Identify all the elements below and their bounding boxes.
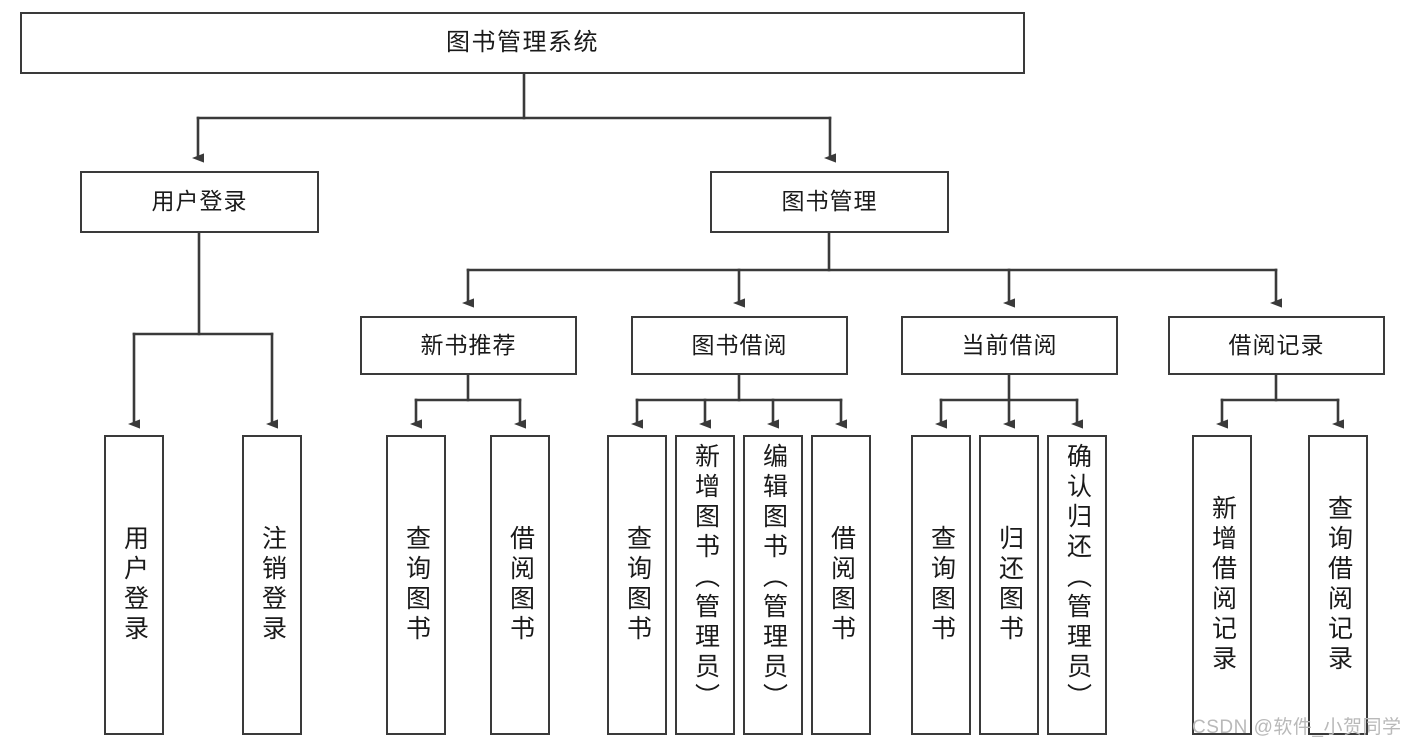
- node-leaf-query-book-3-label: 查询图书: [927, 525, 956, 645]
- node-leaf-user-login[interactable]: 用户登录: [104, 435, 164, 735]
- node-leaf-add-record[interactable]: 新增借阅记录: [1192, 435, 1252, 735]
- node-book-borrow[interactable]: 图书借阅: [631, 316, 848, 375]
- node-book-borrow-label: 图书借阅: [691, 331, 788, 358]
- node-leaf-logout-label: 注销登录: [258, 525, 287, 645]
- node-leaf-query-book-2[interactable]: 查询图书: [607, 435, 667, 735]
- node-user-login[interactable]: 用户登录: [80, 171, 319, 233]
- node-borrow-record-label: 借阅记录: [1228, 331, 1325, 358]
- node-root[interactable]: 图书管理系统: [20, 12, 1025, 74]
- node-user-login-label: 用户登录: [151, 188, 248, 215]
- node-leaf-query-book-1-label: 查询图书: [402, 525, 431, 645]
- node-leaf-return-book-label: 归还图书: [995, 525, 1024, 645]
- node-root-label: 图书管理系统: [446, 28, 599, 56]
- node-leaf-query-record[interactable]: 查询借阅记录: [1308, 435, 1368, 735]
- watermark-text: CSDN @软件_小贺同学: [1192, 717, 1402, 738]
- node-leaf-query-book-2-label: 查询图书: [623, 525, 652, 645]
- node-book-manage[interactable]: 图书管理: [710, 171, 949, 233]
- node-current-borrow[interactable]: 当前借阅: [901, 316, 1118, 375]
- node-leaf-borrow-book-2[interactable]: 借阅图书: [811, 435, 871, 735]
- node-borrow-record[interactable]: 借阅记录: [1168, 316, 1385, 375]
- node-new-book-recommend[interactable]: 新书推荐: [360, 316, 577, 375]
- node-leaf-query-book-3[interactable]: 查询图书: [911, 435, 971, 735]
- node-leaf-logout[interactable]: 注销登录: [242, 435, 302, 735]
- node-leaf-return-book[interactable]: 归还图书: [979, 435, 1039, 735]
- node-leaf-confirm-return-label: 确认归还（管理员）: [1063, 443, 1092, 713]
- node-leaf-query-book-1[interactable]: 查询图书: [386, 435, 446, 735]
- node-leaf-query-record-label: 查询借阅记录: [1324, 495, 1353, 675]
- node-leaf-edit-book[interactable]: 编辑图书（管理员）: [743, 435, 803, 735]
- node-leaf-borrow-book-1-label: 借阅图书: [506, 525, 535, 645]
- node-leaf-add-record-label: 新增借阅记录: [1208, 495, 1237, 675]
- node-book-manage-label: 图书管理: [781, 188, 878, 215]
- node-leaf-add-book-label: 新增图书（管理员）: [691, 443, 720, 713]
- node-leaf-user-login-label: 用户登录: [120, 525, 149, 645]
- node-current-borrow-label: 当前借阅: [961, 331, 1058, 358]
- node-new-book-recommend-label: 新书推荐: [420, 331, 517, 358]
- node-leaf-add-book[interactable]: 新增图书（管理员）: [675, 435, 735, 735]
- node-leaf-edit-book-label: 编辑图书（管理员）: [759, 443, 788, 713]
- node-leaf-borrow-book-1[interactable]: 借阅图书: [490, 435, 550, 735]
- node-leaf-confirm-return[interactable]: 确认归还（管理员）: [1047, 435, 1107, 735]
- node-leaf-borrow-book-2-label: 借阅图书: [827, 525, 856, 645]
